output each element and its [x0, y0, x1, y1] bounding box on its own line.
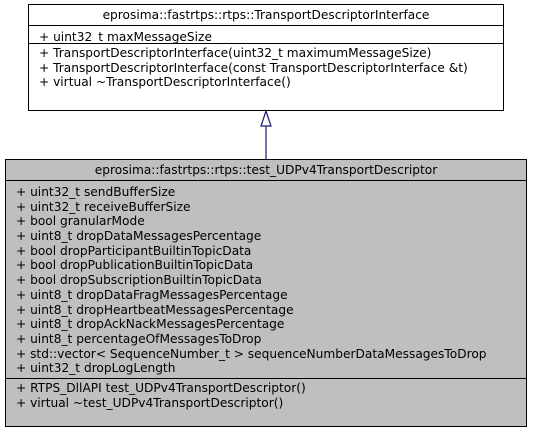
base-class-attributes: + uint32_t maxMessageSize: [29, 25, 503, 44]
method-row: + TransportDescriptorInterface(const Tra…: [39, 60, 468, 75]
derived-class-attributes: + uint32_t sendBufferSize + uint32_t rec…: [6, 180, 526, 378]
attribute-row: + uint8_t dropAckNackMessagesPercentage: [16, 317, 285, 332]
attribute-row: + uint32_t maxMessageSize: [39, 30, 212, 44]
method-row: + virtual ~test_UDPv4TransportDescriptor…: [16, 395, 284, 410]
attribute-row: + bool dropParticipantBuiltinTopicData: [16, 243, 252, 258]
attribute-row: + uint32_t sendBufferSize: [16, 185, 176, 199]
attribute-row: + uint8_t dropDataFragMessagesPercentage: [16, 287, 288, 302]
method-row: + TransportDescriptorInterface(uint32_t …: [39, 46, 432, 60]
attribute-row: + uint8_t dropDataMessagesPercentage: [16, 229, 262, 244]
base-class-box[interactable]: eprosima::fastrtps::rtps::TransportDescr…: [28, 4, 504, 111]
attribute-row: + std::vector< SequenceNumber_t > sequen…: [16, 346, 487, 361]
attribute-row: + uint8_t dropHeartbeatMessagesPercentag…: [16, 302, 294, 317]
method-row: + virtual ~TransportDescriptorInterface(…: [39, 75, 291, 90]
attribute-row: + uint32_t receiveBufferSize: [16, 199, 191, 214]
inheritance-arrowhead: [260, 109, 272, 127]
derived-class-methods: + RTPS_DllAPI test_UDPv4TransportDescrip…: [6, 377, 526, 412]
method-row: + RTPS_DllAPI test_UDPv4TransportDescrip…: [16, 380, 306, 395]
base-class-name: eprosima::fastrtps::rtps::TransportDescr…: [102, 8, 430, 22]
derived-class-name: eprosima::fastrtps::rtps::test_UDPv4Tran…: [94, 163, 438, 177]
base-class-methods: + TransportDescriptorInterface(uint32_t …: [29, 43, 503, 92]
attribute-row: + uint8_t percentageOfMessagesToDrop: [16, 331, 262, 346]
derived-class-box[interactable]: eprosima::fastrtps::rtps::test_UDPv4Tran…: [5, 159, 527, 427]
attribute-row: + bool dropPublicationBuiltinTopicData: [16, 258, 254, 273]
attribute-row: + uint32_t dropLogLength: [16, 361, 176, 376]
attribute-row: + bool dropSubscriptionBuiltinTopicData: [16, 273, 262, 288]
attribute-row: + bool granularMode: [16, 214, 145, 229]
